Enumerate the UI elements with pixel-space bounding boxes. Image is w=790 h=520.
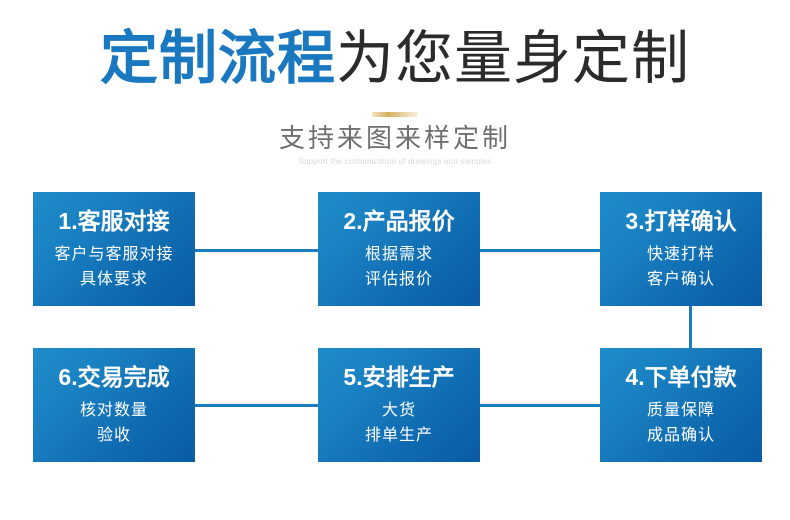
step-6-line-2: 验收 [96,427,131,444]
step-1-line-2: 具体要求 [79,271,148,288]
step-2-line-1: 根据需求 [364,246,433,263]
step-4-line-1: 质量保障 [646,402,715,419]
step-box-4[interactable]: 4.下单付款 质量保障 成品确认 [600,348,762,462]
step-2-description: 根据需求 评估报价 [318,242,480,292]
step-6-title: 6.交易完成 [58,364,170,390]
step-box-2[interactable]: 2.产品报价 根据需求 评估报价 [318,192,480,306]
step-4-description: 质量保障 成品确认 [600,398,762,448]
step-2-line-2: 评估报价 [364,271,433,288]
step-5-title: 5.安排生产 [343,364,455,390]
page-subtitle: 支持来图来样定制 [278,123,511,153]
page-subtitle-english: Support the customization of drawings an… [298,157,492,166]
step-5-description: 大货 排单生产 [318,398,480,448]
connector-step5-step6 [193,404,320,407]
step-4-line-2: 成品确认 [646,427,715,444]
step-6-line-1: 核对数量 [79,402,148,419]
page-title-highlight: 定制流程 [99,26,336,91]
step-3-description: 快速打样 客户确认 [600,242,762,292]
step-5-line-1: 大货 [381,402,416,419]
step-box-1[interactable]: 1.客服对接 客户与客服对接 具体要求 [33,192,195,306]
step-1-line-1: 客户与客服对接 [54,246,174,263]
connector-step2-step3 [478,249,602,252]
step-5-line-2: 排单生产 [364,427,433,444]
step-4-title: 4.下单付款 [625,364,737,390]
step-3-title: 3.打样确认 [625,208,737,234]
step-box-3[interactable]: 3.打样确认 快速打样 客户确认 [600,192,762,306]
page-title: 定制流程为您量身定制 [0,24,790,94]
step-1-description: 客户与客服对接 具体要求 [33,242,195,292]
connector-step3-step4 [689,304,692,350]
step-1-title: 1.客服对接 [58,208,170,234]
step-box-6[interactable]: 6.交易完成 核对数量 验收 [33,348,195,462]
step-3-line-1: 快速打样 [646,246,715,263]
connector-step1-step2 [193,249,320,252]
page-title-rest: 为您量身定制 [336,26,691,91]
gold-divider [372,112,418,117]
step-3-line-2: 客户确认 [646,271,715,288]
step-2-title: 2.产品报价 [343,208,455,234]
connector-step4-step5 [478,404,602,407]
step-box-5[interactable]: 5.安排生产 大货 排单生产 [318,348,480,462]
step-6-description: 核对数量 验收 [33,398,195,448]
